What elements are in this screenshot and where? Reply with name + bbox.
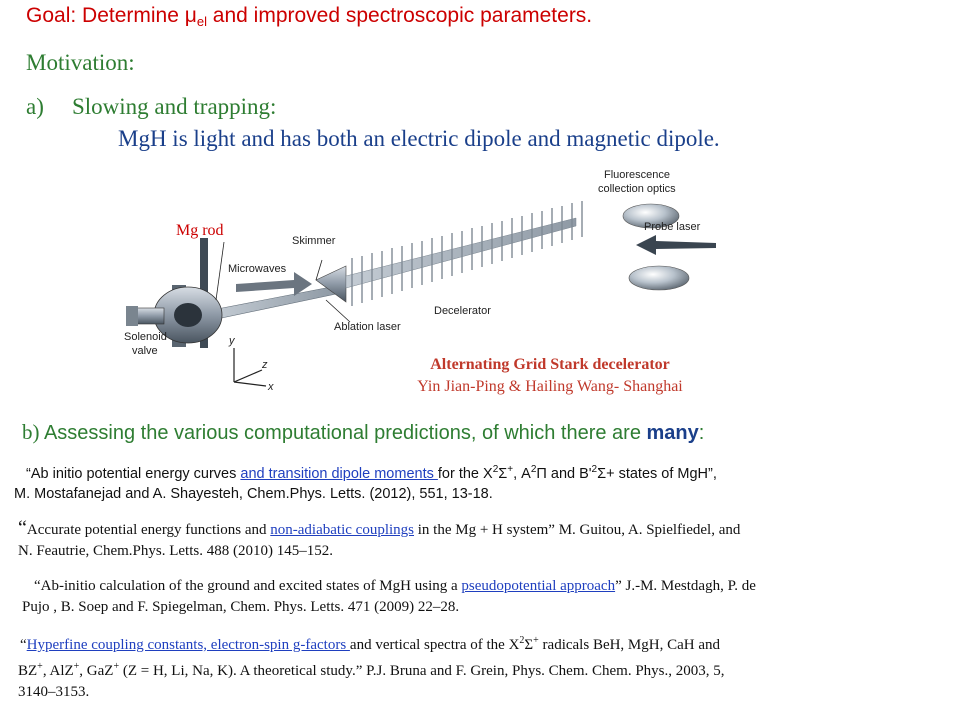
reference-2-link[interactable]: non-adiabatic couplings <box>270 522 414 538</box>
item-a-heading: a)Slowing and trapping: <box>26 94 277 119</box>
reference-3-link[interactable]: pseudopotential approach <box>461 578 616 594</box>
fluorescence-label-2: collection optics <box>598 183 676 195</box>
axis-z-label: z <box>261 359 268 371</box>
axis-y-label: y <box>228 335 236 347</box>
motivation-heading: Motivation: <box>26 50 135 75</box>
item-b-heading: b) Assessing the various computational p… <box>22 420 705 444</box>
reference-2: “Accurate potential energy functions and… <box>18 517 741 560</box>
reference-3: “Ab-initio calculation of the ground and… <box>22 578 756 615</box>
probe-laser-label: Probe laser <box>644 221 701 233</box>
fluorescence-label: Fluorescence <box>604 169 670 181</box>
figure-caption-authors: Yin Jian-Ping & Hailing Wang- Shanghai <box>417 378 683 395</box>
microwaves-label: Microwaves <box>228 263 287 275</box>
ablation-laser-label: Ablation laser <box>334 321 401 333</box>
reference-1: “Ab initio potential energy curves and t… <box>14 464 717 502</box>
figure-caption-title: Alternating Grid Stark decelerator <box>430 356 670 373</box>
decelerator-label: Decelerator <box>434 305 491 317</box>
decelerator-figure: Fluorescence collection optics Skimmer M… <box>124 169 716 393</box>
solenoid-label: Solenoid <box>124 331 167 343</box>
mg-rod-label: Mg rod <box>176 222 224 239</box>
item-a-detail: MgH is light and has both an electric di… <box>118 126 720 151</box>
axis-triad <box>233 348 267 387</box>
reference-4: “Hyperfine coupling constants, electron-… <box>18 635 725 700</box>
solenoid-valve-shape <box>126 238 223 348</box>
skimmer-label: Skimmer <box>292 235 336 247</box>
goal-heading: Goal: Determine μel and improved spectro… <box>26 4 593 29</box>
reference-1-link[interactable]: and transition dipole moments <box>240 465 438 482</box>
axis-x-label: x <box>267 381 274 393</box>
valve-label: valve <box>132 345 158 357</box>
reference-4-link[interactable]: Hyperfine coupling constants, electron-s… <box>26 637 350 653</box>
